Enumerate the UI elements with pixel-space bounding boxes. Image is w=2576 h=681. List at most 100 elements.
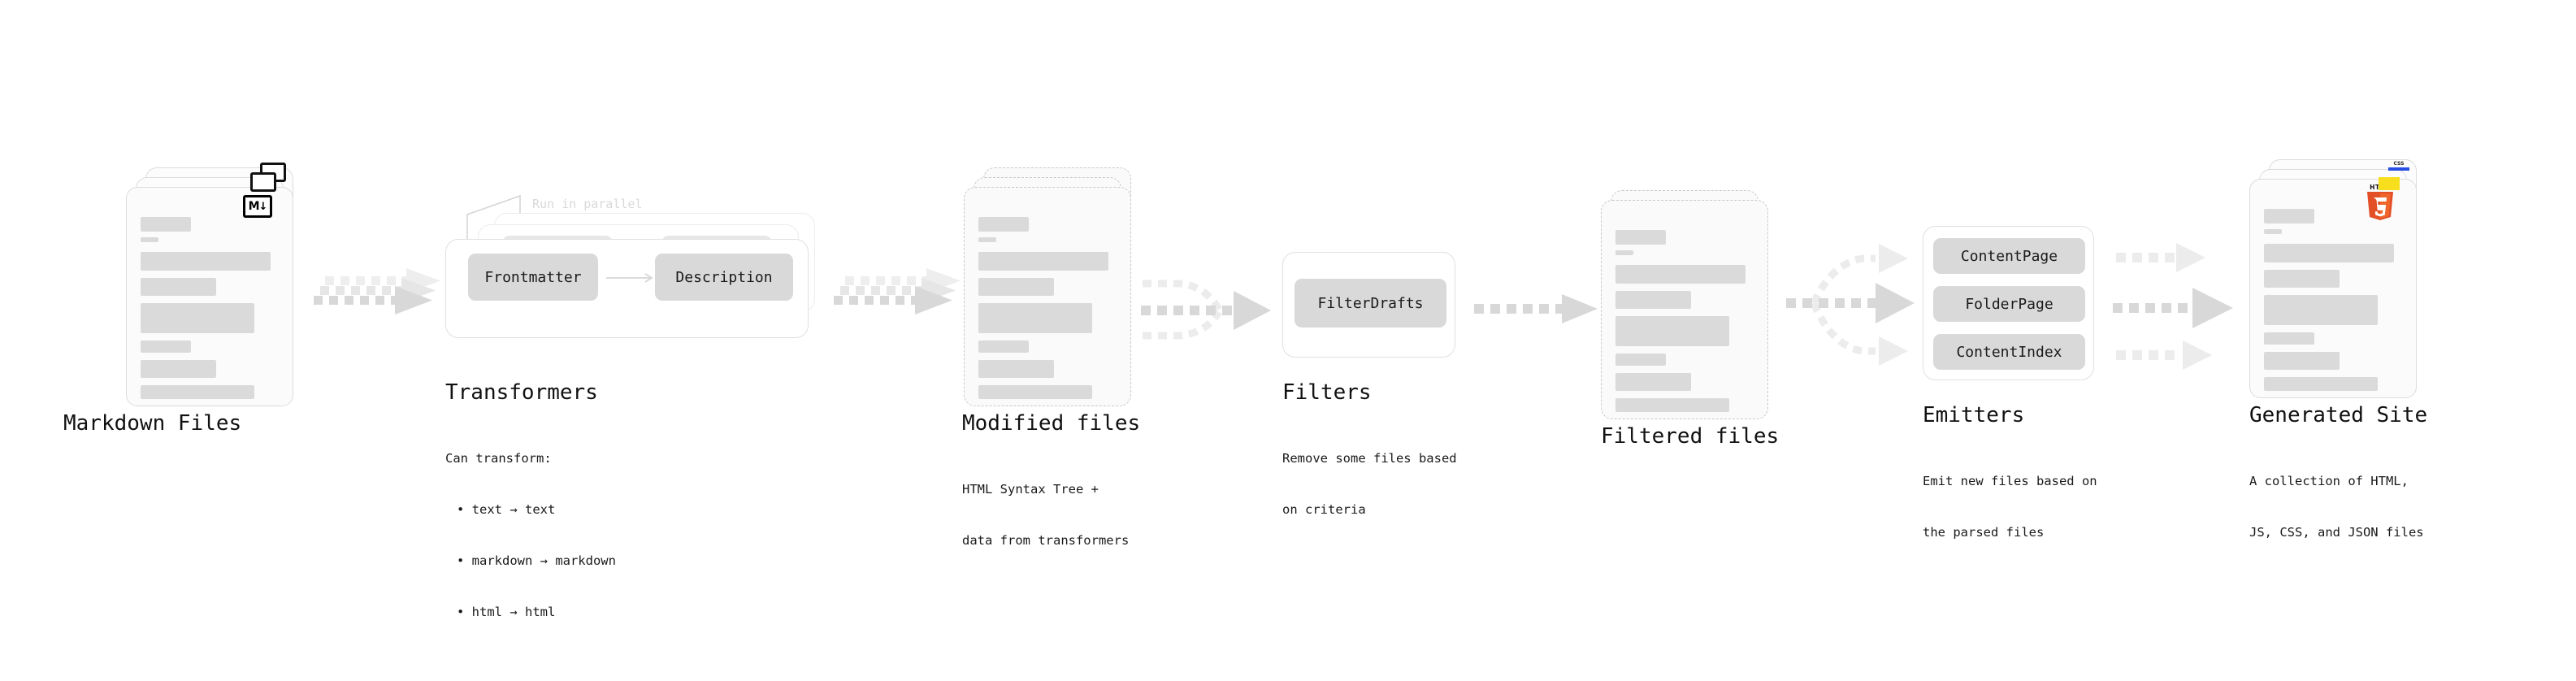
doc-bar xyxy=(2264,352,2340,370)
doc-bar xyxy=(978,252,1108,271)
emitters-title: Emitters xyxy=(1923,403,2025,427)
markdown-badge-ghost-mid xyxy=(250,172,276,192)
css-badge-underline xyxy=(2388,167,2409,171)
doc-bar xyxy=(2264,209,2314,223)
filters-caption-line: Remove some files based xyxy=(1282,451,1457,466)
filtered-file-card xyxy=(1601,200,1768,419)
css-badge-icon: CSS xyxy=(2388,161,2409,173)
arrow-filters-to-filtered xyxy=(1463,284,1601,333)
js-badge-icon xyxy=(2379,177,2400,190)
filters-title: Filters xyxy=(1282,380,1372,405)
transformers-stack: Frontmatter Description xyxy=(445,213,815,338)
transformer-arrow-icon xyxy=(606,273,653,283)
filtered-files-title: Filtered files xyxy=(1601,424,1780,449)
markdown-file-stack: M↓ xyxy=(126,163,293,411)
modified-files-caption-line: HTML Syntax Tree + xyxy=(962,482,1099,497)
doc-bar xyxy=(1615,316,1729,346)
doc-bar xyxy=(1615,250,1633,255)
doc-bar xyxy=(1615,398,1729,412)
filters-group: FilterDrafts Filters Remove some files b… xyxy=(1282,252,1457,517)
doc-bar xyxy=(141,340,191,353)
generated-doc-lines xyxy=(2264,209,2403,391)
doc-bar xyxy=(141,303,254,333)
transformers-caption-item: • text → text xyxy=(457,502,556,517)
emitters-caption: Emit new files based on the parsed files xyxy=(1923,439,2097,575)
arrow-transformers-to-modified xyxy=(829,268,967,349)
transformers-caption: Can transform: • text → text • markdown … xyxy=(445,416,616,655)
transformers-title: Transformers xyxy=(445,380,598,405)
generated-site-caption: A collection of HTML, JS, CSS, and JSON … xyxy=(2249,439,2424,575)
generated-site-group: CSS HTML xyxy=(2249,159,2427,540)
emitters-box: ContentPage FolderPage ContentIndex xyxy=(1923,226,2094,380)
filtered-doc-lines xyxy=(1615,230,1754,412)
emitters-caption-line: Emit new files based on xyxy=(1923,474,2097,488)
doc-bar xyxy=(2264,295,2378,325)
run-in-parallel-bracket xyxy=(463,193,569,239)
emitters-caption-line: the parsed files xyxy=(1923,525,2045,540)
doc-bar xyxy=(1615,230,1666,245)
doc-bar xyxy=(141,252,271,271)
modified-files-group: Modified files HTML Syntax Tree + data f… xyxy=(962,167,1140,548)
doc-bar xyxy=(1615,291,1691,309)
doc-bar xyxy=(2264,244,2394,262)
doc-bar xyxy=(1615,265,1746,284)
generated-file-card: HTML xyxy=(2249,179,2417,398)
doc-bar xyxy=(978,303,1092,333)
doc-bar xyxy=(1615,373,1691,391)
doc-bar xyxy=(978,278,1054,296)
modified-files-caption: HTML Syntax Tree + data from transformer… xyxy=(962,447,1129,583)
filters-box: FilterDrafts xyxy=(1282,252,1455,358)
doc-bar xyxy=(2264,229,2282,234)
transformer-node-frontmatter[interactable]: Frontmatter xyxy=(468,254,598,301)
doc-bar xyxy=(2264,377,2378,391)
generated-site-caption-line: A collection of HTML, xyxy=(2249,474,2409,488)
filter-node-filterdrafts[interactable]: FilterDrafts xyxy=(1295,279,1446,327)
arrow-filtered-to-emitters xyxy=(1785,226,1947,380)
doc-bar xyxy=(141,385,254,399)
arrow-emitters-to-site xyxy=(2113,229,2267,384)
emitter-node-contentindex[interactable]: ContentIndex xyxy=(1933,334,2085,370)
doc-bar xyxy=(141,278,216,296)
filters-caption: Remove some files based on criteria xyxy=(1282,416,1457,553)
filtered-file-stack xyxy=(1601,190,1768,419)
markdown-badge-icon: M↓ xyxy=(243,195,272,218)
markdown-doc-lines xyxy=(141,217,280,399)
transformers-caption-heading: Can transform: xyxy=(445,451,552,466)
doc-bar xyxy=(2264,270,2340,288)
markdown-file-card: M↓ xyxy=(126,187,293,406)
modified-doc-lines xyxy=(978,217,1117,399)
arrow-modified-to-filters xyxy=(1131,249,1286,379)
modified-files-title: Modified files xyxy=(962,411,1141,436)
markdown-files-title: Markdown Files xyxy=(63,411,242,436)
generated-file-stack: CSS HTML xyxy=(2249,159,2417,403)
doc-bar xyxy=(141,237,158,242)
markdown-files-group: M↓ Markdown Files xyxy=(63,163,293,436)
doc-bar xyxy=(978,385,1092,399)
arrow-markdown-to-transformers xyxy=(309,268,447,349)
transformers-caption-item: • html → html xyxy=(457,605,556,619)
modified-file-card xyxy=(964,187,1131,406)
markdown-badge-arrow: ↓ xyxy=(258,200,268,213)
filtered-files-group: Filtered files xyxy=(1601,190,1779,449)
doc-bar xyxy=(978,237,996,242)
modified-files-caption-line: data from transformers xyxy=(962,533,1130,548)
markdown-badge-letter: M xyxy=(248,200,260,213)
generated-site-title: Generated Site xyxy=(2249,403,2428,427)
transformer-node-description[interactable]: Description xyxy=(655,254,793,301)
doc-bar xyxy=(978,360,1054,378)
doc-bar xyxy=(141,360,216,378)
doc-bar xyxy=(978,217,1029,232)
doc-bar xyxy=(978,340,1029,353)
doc-bar xyxy=(2264,332,2314,345)
doc-bar xyxy=(1615,354,1666,366)
emitter-node-contentpage[interactable]: ContentPage xyxy=(1933,238,2085,274)
emitters-group: ContentPage FolderPage ContentIndex Emit… xyxy=(1923,226,2097,540)
emitter-node-folderpage[interactable]: FolderPage xyxy=(1933,286,2085,322)
css-badge-label: CSS xyxy=(2393,161,2405,167)
transformers-caption-item: • markdown → markdown xyxy=(457,553,616,568)
generated-site-caption-line: JS, CSS, and JSON files xyxy=(2249,525,2424,540)
modified-file-stack xyxy=(964,167,1131,411)
run-in-parallel-label: Run in parallel xyxy=(532,197,643,211)
doc-bar xyxy=(141,217,191,232)
